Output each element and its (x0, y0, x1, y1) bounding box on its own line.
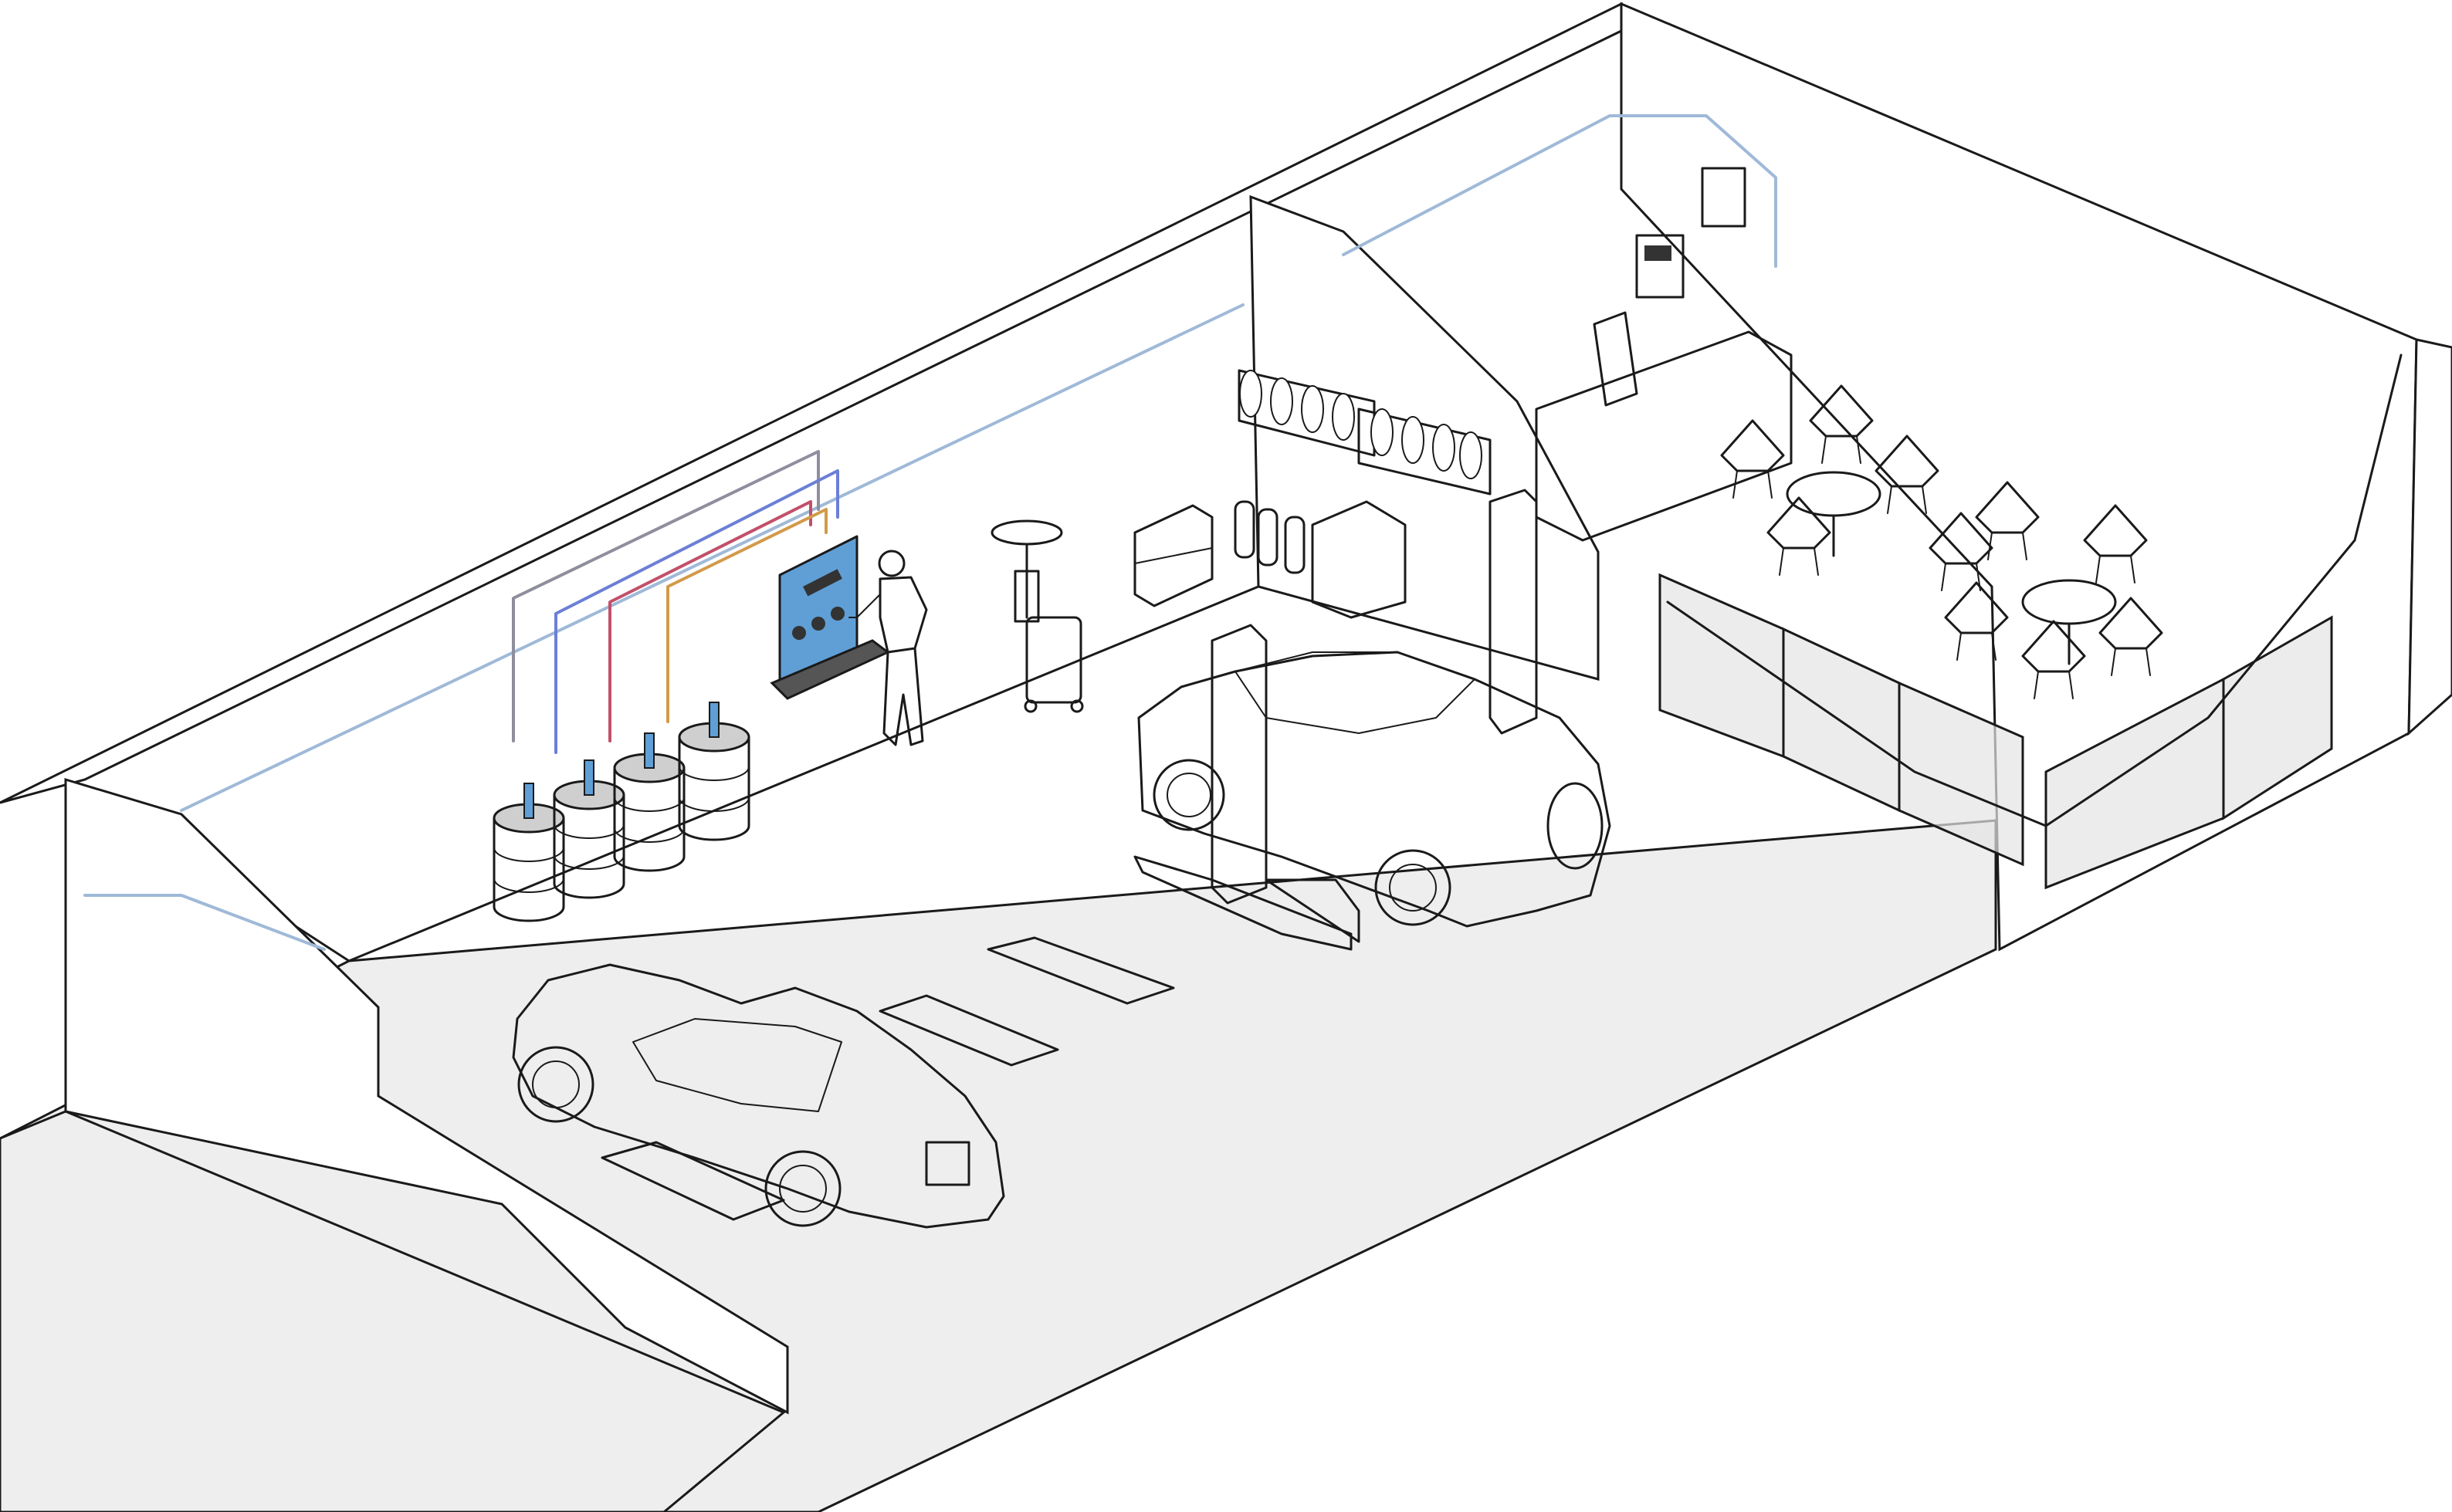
sedan-car (512, 963, 1005, 1229)
oil-drum-icon (553, 759, 625, 899)
chair-icon (1766, 496, 1831, 576)
tire-icon (1301, 385, 1324, 433)
suv-on-lift (1137, 651, 1611, 928)
chair-icon (1809, 384, 1874, 464)
lounge-area (1720, 384, 2163, 699)
chair-icon (1875, 435, 1939, 514)
chair-icon (1975, 481, 2040, 560)
tire-icon (1332, 393, 1355, 441)
chair-icon (1944, 581, 2009, 661)
oil-drums (493, 702, 750, 922)
control-box-icon (1635, 167, 1746, 299)
floor (0, 819, 1997, 1512)
chair-icon (2021, 620, 2086, 699)
oil-drum-icon (678, 702, 750, 841)
oil-drum-icon (493, 783, 565, 922)
oil-drum-icon (613, 732, 686, 872)
two-post-lift-icon (1133, 489, 1538, 951)
chair-icon (2083, 504, 2148, 583)
tire-icon (1370, 408, 1394, 456)
table-icon (2021, 579, 2117, 665)
waste-oil-drainer-icon: PIUSI (991, 519, 1084, 713)
chair-icon (1720, 419, 1785, 499)
chair-icon (2098, 597, 2163, 676)
drainer-brand-label: PIUSI (1035, 650, 1063, 662)
tire-icon (1239, 370, 1262, 418)
tire-icon (1401, 416, 1424, 464)
mechanic-figure (848, 550, 928, 746)
fire-extinguisher-icon (1257, 508, 1278, 567)
tire-icon (1432, 424, 1455, 472)
wall-guide-lines (83, 114, 1777, 951)
fire-extinguishers (1234, 500, 1306, 574)
tire-rack-icon (1238, 369, 1492, 496)
fire-extinguisher-icon (1284, 516, 1306, 574)
glass-partition (1658, 353, 2403, 890)
storage-shelves (1133, 369, 1492, 619)
tire-icon (1459, 431, 1482, 479)
oil-pipes (512, 450, 839, 754)
office-area (1535, 167, 1793, 542)
tire-icon (1270, 377, 1293, 425)
table-icon (1786, 471, 1881, 557)
fire-extinguisher-icon (1234, 500, 1255, 559)
